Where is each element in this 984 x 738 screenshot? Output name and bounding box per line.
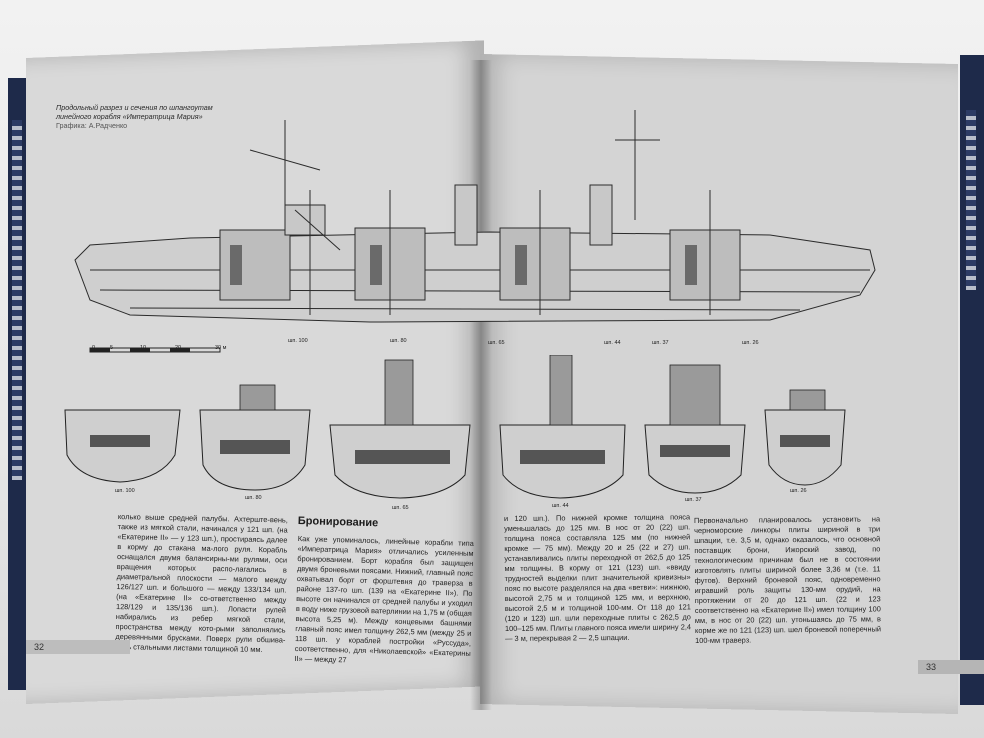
section-label-44: шп. 44 (552, 503, 569, 509)
frame-label-37: шп. 37 (652, 340, 669, 346)
page-number-right: 33 (918, 660, 984, 674)
caption-credit: Графика: А.Радченко (56, 121, 128, 130)
caption-line-1: Продольный разрез и сечения по шпангоута… (56, 103, 213, 112)
page-number-left: 32 (26, 640, 130, 654)
scale-tick-30m: 30 м (215, 345, 227, 351)
text-column-4: Первоначально планировалось установить н… (694, 514, 882, 645)
section-label-100: шп. 100 (115, 488, 135, 494)
cover-stripe-left (12, 120, 22, 480)
scale-tick-0: 0 (92, 345, 96, 351)
scale-tick-10: 10 (140, 345, 147, 351)
frame-label-65: шп. 65 (488, 340, 505, 346)
scale-bar (89, 347, 221, 353)
ship-longitudinal-section (74, 110, 876, 323)
caption-line-2: линейного корабля «Императрица Мария» (56, 112, 203, 121)
text-column-1: колько выше средней палубы. Ахтерште-вен… (115, 512, 288, 655)
frame-label-26: шп. 26 (742, 340, 759, 346)
cross-sections (64, 355, 846, 499)
text-column-3: и 120 шп.). По нижней кромке толщина поя… (504, 512, 692, 643)
section-label-26: шп. 26 (790, 488, 807, 494)
section-label-65: шп. 65 (392, 505, 409, 511)
section-label-80: шп. 80 (245, 495, 262, 501)
frame-label-44: шп. 44 (604, 340, 621, 346)
scale-tick-5: 5 (110, 345, 114, 351)
figure-caption: Продольный разрез и сечения по шпангоута… (56, 103, 286, 130)
section-label-37: шп. 37 (685, 497, 702, 503)
frame-label-100: шп. 100 (288, 338, 308, 344)
frame-label-80: шп. 80 (390, 338, 407, 344)
text-column-2: Как уже упоминалось, линейные корабли ти… (294, 534, 474, 665)
cover-stripe-right (966, 110, 976, 290)
section-heading: Бронирование (297, 515, 379, 530)
scale-tick-20: 20 (175, 345, 182, 351)
